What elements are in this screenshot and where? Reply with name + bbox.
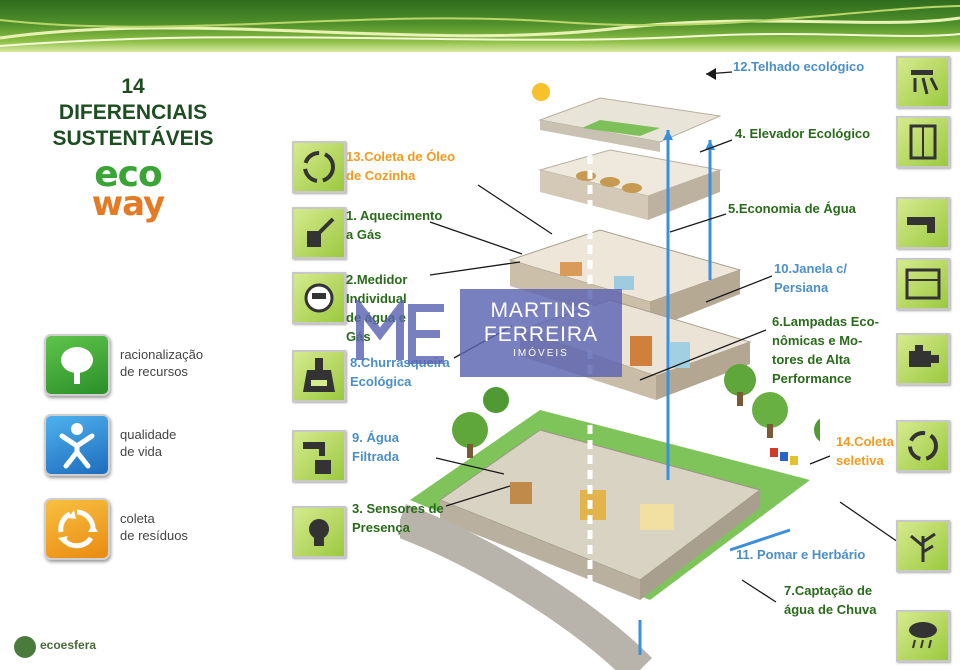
legend-item-recursos: racionalização de recursos: [44, 334, 224, 396]
legend-swatch-blue: [44, 414, 110, 476]
watermark: MARTINS FERREIRA IMÓVEIS: [460, 289, 622, 377]
feature-4-label: 4. Elevador Ecológico: [735, 126, 871, 141]
recycle-arrows-icon: [58, 509, 98, 549]
plant-icon: [910, 532, 936, 562]
legend-label-recursos: racionalização de recursos: [120, 347, 204, 379]
meter-icon: [304, 283, 334, 313]
legend-swatch-green: [44, 334, 110, 396]
icon-box-oleo: [292, 141, 346, 193]
feature-3-label: 3. Sensores de Presença: [352, 501, 444, 535]
icon-box-elevador: [896, 116, 950, 168]
icon-box-janela: [896, 258, 950, 310]
feature-10-label: 10.Janela c/ Persiana: [774, 261, 847, 295]
recycle-icon: [908, 431, 938, 461]
recycle-icon: [303, 151, 335, 183]
icon-box-pomar: [896, 520, 950, 572]
feature-11-label: 11. Pomar e Herbário: [736, 547, 866, 562]
feature-6-label: 6.Lampadas Eco- nômicas e Mo- tores de A…: [772, 314, 879, 386]
icon-box-coleta-seletiva: [896, 420, 950, 472]
legend-item-residuos: coleta de resíduos: [44, 498, 224, 560]
ecoesfera-globe-icon: [14, 636, 36, 658]
rain-cloud-icon: [909, 622, 937, 649]
motor-icon: [909, 345, 939, 367]
title-line-1: 14: [121, 75, 145, 98]
elevator-icon: [909, 124, 937, 160]
title-line-3: SUSTENTÁVEIS: [52, 127, 214, 150]
roof-icon: [911, 70, 939, 95]
feature-9-label: 9. Água Filtrada: [352, 430, 399, 464]
feature-14-label: 14.Coleta seletiva: [836, 434, 894, 468]
icon-box-aquecimento: [292, 207, 346, 259]
footer-brand: ecoesfera: [40, 638, 97, 652]
window-icon: [905, 268, 941, 300]
watermark-line-2: FERREIRA: [483, 323, 599, 346]
grill-icon: [303, 358, 335, 392]
lightbulb-icon: [309, 519, 329, 546]
icon-box-telhado: [896, 56, 950, 108]
legend-label-qualidade: qualidade de vida: [120, 427, 177, 459]
feature-5-label: 5.Economia de Água: [728, 201, 856, 216]
feature-1-label: 1. Aquecimento a Gás: [346, 208, 443, 242]
tap-icon: [907, 217, 935, 233]
ecoway-logo: eco way: [66, 154, 190, 224]
top-banner: [0, 0, 960, 52]
watermark-line-3: IMÓVEIS: [513, 348, 569, 359]
faucet-filter-icon: [303, 442, 331, 474]
icon-box-medidor: [292, 272, 346, 324]
tree-icon: [61, 347, 93, 384]
icon-box-agua-filtrada: [292, 430, 346, 482]
icon-box-churrasqueira: [292, 350, 346, 402]
banner-swirl: [0, 5, 960, 47]
title-line-2: DIFERENCIAIS: [58, 101, 208, 124]
icon-box-economia-agua: [896, 197, 950, 249]
heater-icon: [307, 217, 335, 247]
page-title: 14 DIFERENCIAIS SUSTENTÁVEIS: [28, 74, 238, 152]
sun-icon: [532, 83, 550, 101]
feature-7-label: 7.Captação de água de Chuva: [784, 583, 877, 617]
logo-eco: eco: [94, 154, 163, 195]
feature-12-label: 12.Telhado ecológico: [733, 59, 865, 74]
watermark-line-1: MARTINS: [490, 299, 592, 322]
watermark-logo-mark: [356, 300, 444, 364]
legend-item-qualidade: qualidade de vida: [44, 414, 224, 476]
building-illustration: [400, 83, 820, 670]
legend-label-residuos: coleta de resíduos: [120, 511, 188, 543]
icon-box-captacao: [896, 610, 950, 662]
icon-box-lampadas: [896, 333, 950, 385]
legend-swatch-orange: [44, 498, 110, 560]
feature-13-label: 13.Coleta de Óleo de Cozinha: [346, 149, 456, 183]
icon-box-sensores: [292, 506, 346, 558]
person-icon: [59, 423, 95, 469]
logo-way: way: [91, 184, 165, 224]
